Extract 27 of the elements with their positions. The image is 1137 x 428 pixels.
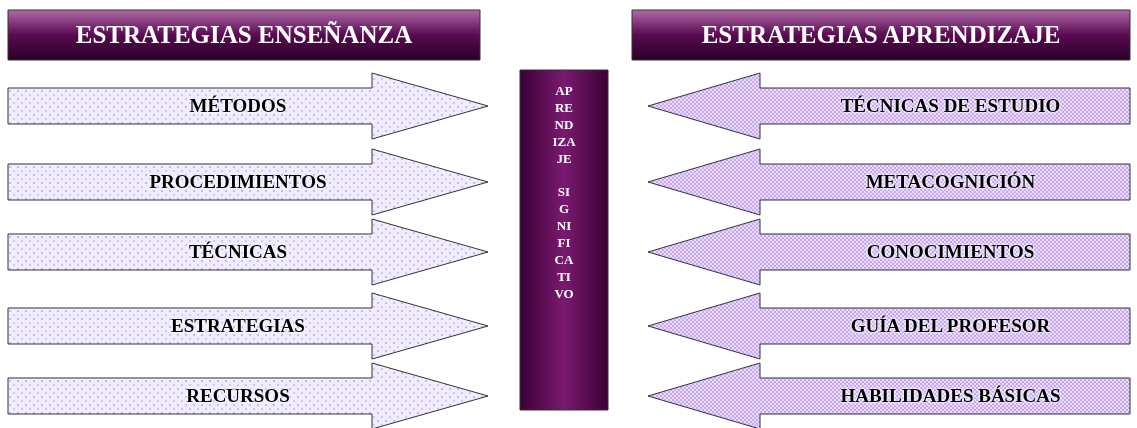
- pointed-banner: [648, 149, 1130, 215]
- pointed-banner: [648, 219, 1130, 285]
- arrow-label: RECURSOS: [185, 385, 291, 407]
- arrow-label: PROCEDIMIENTOS: [148, 171, 328, 193]
- arrow-label: MÉTODOS: [188, 95, 288, 117]
- pointed-banner: [648, 73, 1130, 139]
- vertical-title: AP RE ND IZA JE: [551, 82, 577, 167]
- vertical-title: SI G NI FI CA TI VO: [553, 183, 575, 302]
- pointed-banner: [8, 293, 488, 359]
- arrow-label: METACOGNICIÓN: [864, 171, 1037, 193]
- pointed-banner: [648, 293, 1130, 359]
- header-title: ESTRATEGIAS ENSEÑANZA: [74, 21, 414, 49]
- arrow-label: TÉCNICAS: [187, 241, 289, 263]
- header-title: ESTRATEGIAS APRENDIZAJE: [700, 21, 1062, 49]
- arrow-label: CONOCIMIENTOS: [865, 241, 1036, 263]
- pointed-banner: [8, 219, 488, 285]
- arrow-label: GUÍA DEL PROFESOR: [849, 315, 1052, 337]
- pointed-banner: [8, 73, 488, 139]
- arrow-label: TÉCNICAS DE ESTUDIO: [839, 95, 1062, 117]
- center-column: [520, 70, 608, 410]
- pointed-banner: [8, 149, 488, 215]
- arrow-label: ESTRATEGIAS: [170, 315, 306, 337]
- pointed-banner: [648, 363, 1130, 428]
- arrow-label: HABILIDADES BÁSICAS: [839, 385, 1062, 407]
- header-banner: [632, 10, 1130, 60]
- header-banner: [8, 10, 480, 60]
- pointed-banner: [8, 363, 488, 428]
